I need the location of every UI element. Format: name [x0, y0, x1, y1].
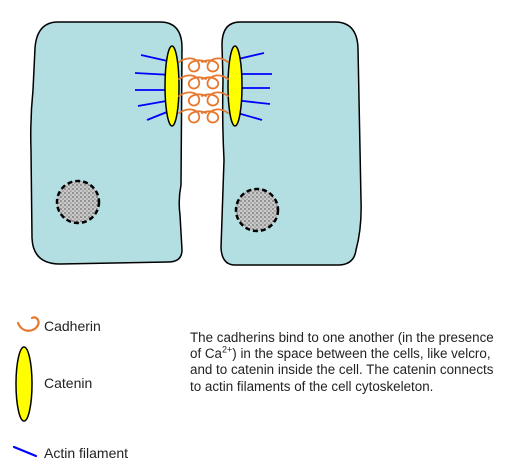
catenin-left	[165, 46, 179, 126]
legend-actin-label: Actin filament	[44, 445, 128, 461]
cadherin-molecule	[179, 92, 206, 105]
catenin-right	[228, 46, 242, 126]
catenin-ellipse-icon	[16, 347, 32, 421]
cadherin-molecule	[179, 58, 206, 71]
cadherin-bridges	[179, 58, 228, 122]
actin-line-icon	[14, 447, 36, 456]
legend-catenin-label: Catenin	[44, 375, 92, 391]
caption-text-end: ) in the space between the cells, like v…	[190, 346, 493, 393]
nucleus-right	[236, 189, 278, 231]
nucleus-left	[57, 181, 99, 223]
caption-superscript: 2+	[222, 345, 232, 355]
cadherin-molecule	[179, 109, 206, 122]
legend-cadherin-label: Cadherin	[44, 318, 101, 334]
diagram-caption: The cadherins bind to one another (in th…	[190, 330, 500, 395]
cadherin-molecule	[179, 75, 206, 88]
cadherin-hook-icon	[18, 317, 39, 330]
